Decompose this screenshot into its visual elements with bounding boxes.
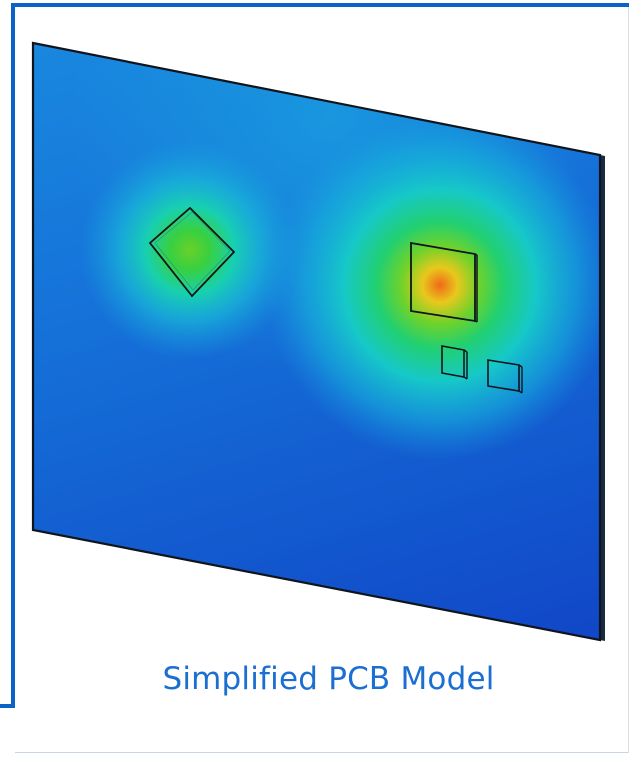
large-square-chip — [410, 241, 478, 323]
rotated-square-chip — [148, 206, 236, 298]
board-outline — [31, 41, 602, 642]
frame-bottom-stub — [0, 704, 15, 708]
small-chip-right — [487, 359, 523, 394]
frame-bottom-line — [15, 752, 629, 753]
frame-left-border — [11, 3, 15, 708]
frame-top-border — [11, 3, 629, 7]
caption: Simplified PCB Model — [162, 661, 495, 697]
small-chip-left — [441, 345, 468, 380]
board-edge — [600, 155, 605, 641]
